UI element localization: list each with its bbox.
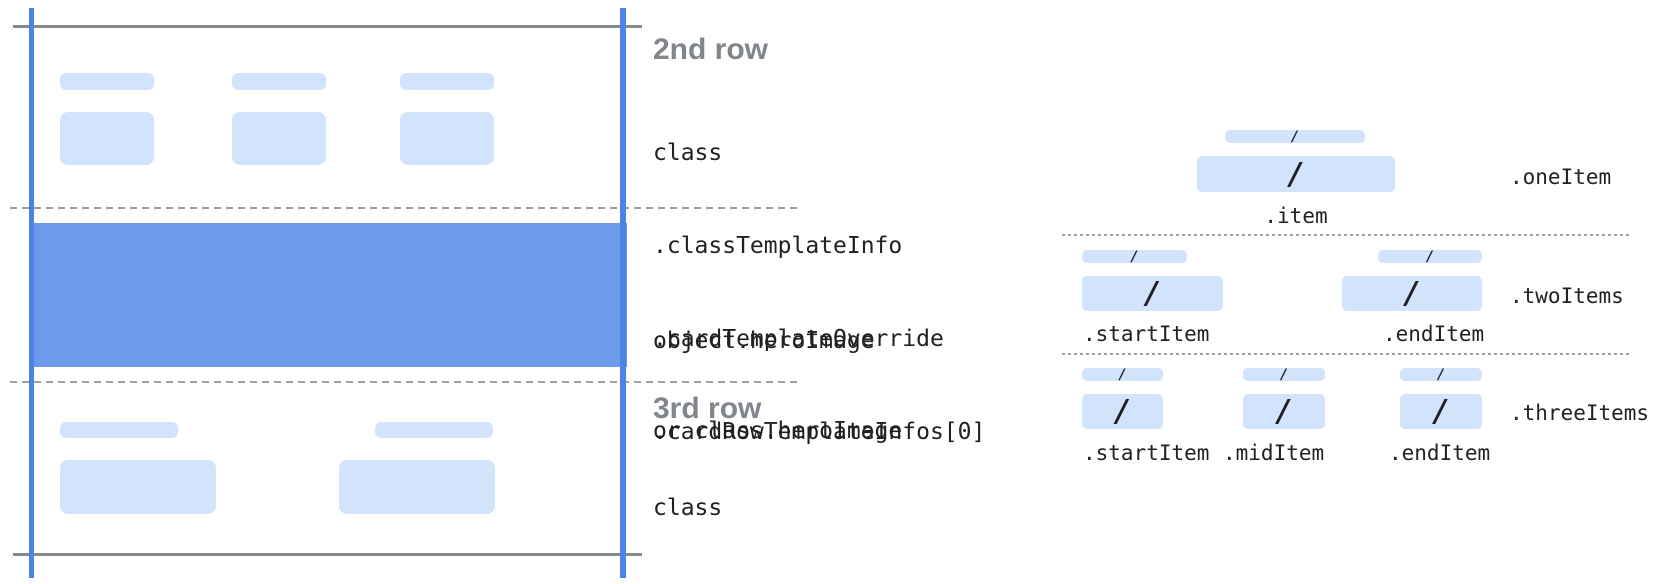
row2-heading: 2nd row [653,33,769,66]
row-divider-dashed-top [10,207,800,209]
slash-glyph: / [1279,366,1289,383]
card-left-guide-line [29,8,34,578]
slash-glyph: / [1274,394,1294,429]
card-top-guide-line [13,25,642,28]
item-label: .midItem [1223,441,1325,465]
slash-glyph: / [1118,366,1127,383]
card-bottom-guide-line [13,553,642,556]
item-label: .endItem [1389,441,1491,465]
end-item-label-bar: / [1378,248,1482,265]
start-item-value-bar: / [1082,276,1223,311]
slash-glyph: / [1436,366,1446,383]
row2-code-block: class .classTemplateInfo .cardTemplateOv… [653,76,985,510]
two-items-side-label: .twoItems [1510,284,1624,308]
row3-col1-value-placeholder [60,460,216,514]
row3-col1-label-placeholder [60,422,178,438]
item-label: .startItem [1083,322,1210,346]
slash-glyph: / [1286,156,1306,192]
row2-col1-value-placeholder [60,112,154,165]
item-label: .startItem [1083,441,1210,465]
code-line: object.heroImage [653,328,875,354]
card-right-guide-line [620,8,626,578]
three-items-side-label: .threeItems [1510,401,1650,425]
hero-image-band [29,223,627,367]
slash-glyph: / [1113,394,1132,429]
code-line: or class.heroImage [653,418,903,444]
mid-item-value-bar: / [1243,394,1325,429]
code-line: .cardRowTemplateInfos[0] [653,419,986,445]
end-item-value-bar: / [1342,276,1482,311]
row3-heading: 3rd row [653,392,762,425]
row3-col2-value-placeholder [339,460,495,514]
slash-glyph: / [1402,276,1422,311]
code-line: class [653,140,723,166]
row3-col2-label-placeholder [375,422,493,438]
one-item-side-label: .oneItem [1510,165,1612,189]
row-divider-dashed-bottom [10,381,800,383]
start-item-label-bar: / [1082,248,1187,265]
slash-glyph: / [1143,276,1162,311]
items-divider-dashed-top [1062,234,1632,236]
slash-glyph: / [1425,248,1435,265]
row2-col2-label-placeholder [232,73,326,90]
slash-glyph: / [1130,248,1139,265]
hero-code-block: object.heroImage or class.heroImage [653,266,902,506]
end-item-value-bar: / [1400,394,1482,429]
item-label: .item [1264,204,1328,228]
slash-glyph: / [1431,394,1451,429]
code-line: class [653,495,723,521]
item-label: .endItem [1383,322,1485,346]
start-item-label-bar: / [1082,366,1163,383]
items-divider-dashed-bottom [1062,353,1632,355]
end-item-label-bar: / [1400,366,1482,383]
row2-col3-label-placeholder [400,73,494,90]
row2-col1-label-placeholder [60,73,154,90]
row3-code-block: class .classTemplateInfo .cardTemplateOv… [653,433,985,584]
code-line: .classTemplateInfo [653,233,903,259]
mid-item-label-bar: / [1243,366,1325,383]
code-line: .cardTemplateOverride [653,326,944,352]
row2-col3-value-placeholder [400,112,494,165]
row2-col2-value-placeholder [232,112,326,165]
one-item-value-bar: / [1197,156,1395,192]
slash-glyph: / [1290,128,1300,145]
start-item-value-bar: / [1082,394,1163,429]
one-item-label-bar: / [1225,128,1365,145]
